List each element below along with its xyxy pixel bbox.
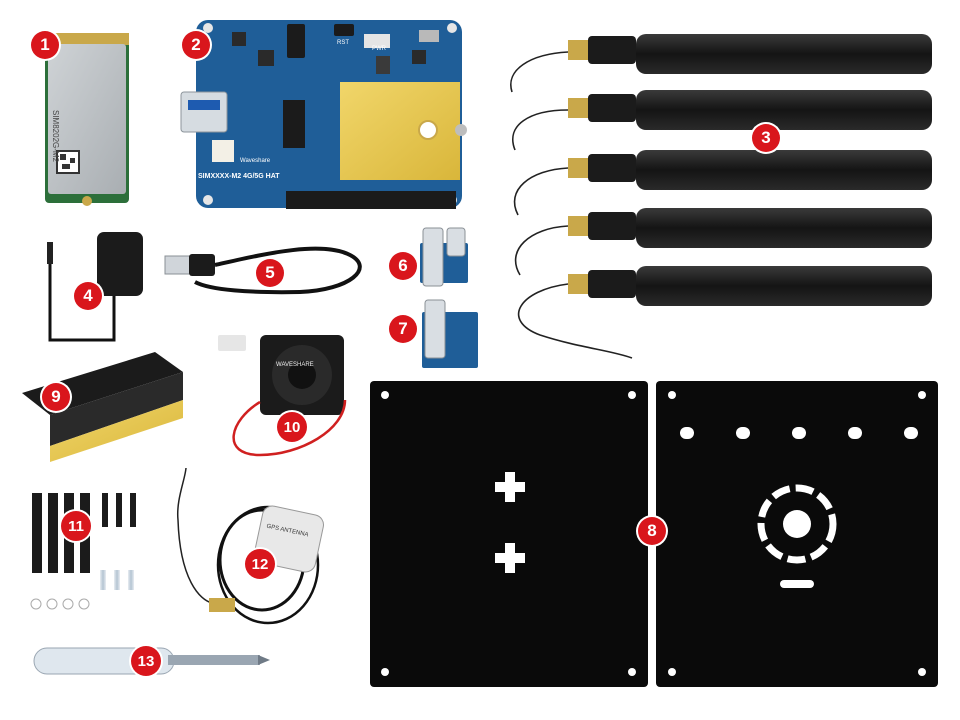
hat-board-name: SIMXXXX-M2 4G/5G HAT — [198, 173, 280, 180]
standoffs-screws — [30, 493, 136, 610]
antenna — [514, 208, 932, 276]
hat-rst-label: RST — [337, 40, 349, 46]
acrylic-plate-left — [370, 381, 648, 687]
cooling-fan — [218, 335, 347, 457]
acrylic-plate-right — [656, 381, 938, 687]
gps-antenna — [176, 467, 324, 625]
antenna — [510, 34, 932, 93]
lte-antennas — [510, 34, 932, 359]
antenna — [512, 90, 932, 151]
antenna — [518, 266, 932, 359]
hat-brand-label: Waveshare — [240, 158, 271, 164]
fan-brand-label: WAVESHARE — [276, 362, 314, 368]
screwdriver — [33, 647, 270, 675]
m2-module — [45, 33, 129, 206]
power-adapter — [47, 232, 143, 342]
antenna — [513, 150, 932, 216]
pin-header — [22, 352, 183, 462]
usb-adapter-a — [420, 227, 468, 287]
usb-adapter-b — [422, 299, 478, 368]
hat-pwr-label: PWR — [372, 46, 386, 52]
usb-cable — [164, 246, 362, 295]
hat-board — [180, 20, 467, 209]
module-model-text: SIM8202G-M2 — [51, 110, 60, 163]
